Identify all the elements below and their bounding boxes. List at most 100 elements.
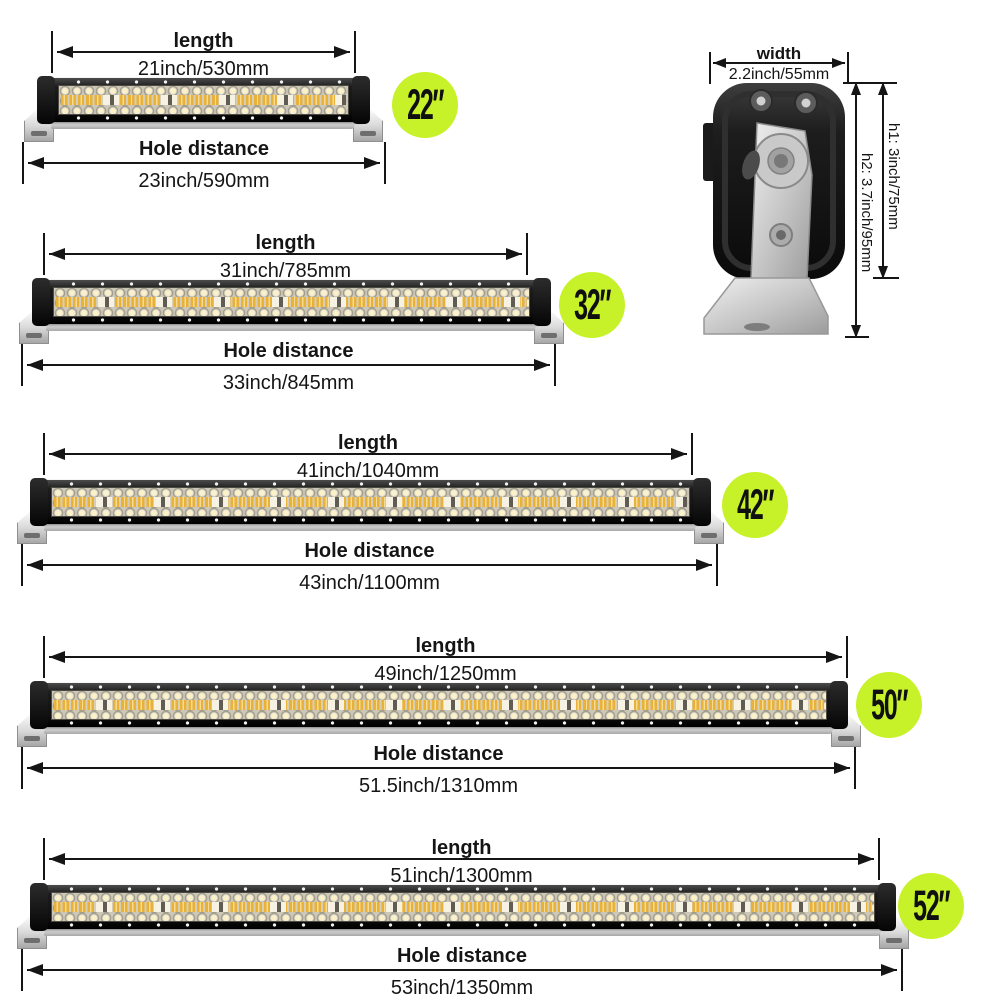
screw-row (57, 720, 821, 726)
bar-row-32: length 31inch/785mm Hole distance 33inch… (19, 232, 564, 405)
led-array (51, 487, 690, 517)
led-array (53, 287, 530, 317)
amber-led-band (54, 902, 872, 912)
dimension-tick (22, 142, 24, 184)
dimension-tick (43, 838, 45, 880)
dimension-tick (21, 544, 23, 586)
hole-distance-arrow (22, 142, 386, 184)
length-label: length (255, 232, 316, 254)
dimension-tick (51, 31, 53, 73)
amber-led-band (61, 95, 346, 105)
screw-row (57, 684, 821, 690)
screw-row (57, 517, 684, 523)
led-bar-housing (30, 681, 848, 729)
led-bar-housing (30, 883, 896, 931)
size-badge-text: 52″ (912, 881, 950, 930)
bar-row-52: length 51inch/1300mm Hole distance 53inc… (17, 837, 909, 1000)
screw-row (59, 317, 524, 323)
hole-distance-label: Hole distance (304, 540, 435, 562)
led-light-bar-illustration (17, 478, 724, 544)
amber-led-band (54, 497, 687, 507)
screw-row (64, 115, 343, 121)
bar-row-22: length 21inch/530mm Hole distance 23inch… (22, 30, 386, 203)
h1-dimension-arrow (878, 82, 888, 279)
dimension-tick (354, 31, 356, 73)
dimension-tick (847, 52, 849, 84)
led-bar-housing (37, 76, 370, 124)
hole-distance-label: Hole distance (396, 945, 528, 967)
mount-bracket-side-view: width 2.2inch/55mm (695, 45, 910, 347)
led-bar-housing (30, 478, 711, 526)
size-badge-42: 42″ (722, 472, 788, 538)
length-value: 51inch/1300mm (390, 865, 533, 887)
screw-row (57, 886, 869, 892)
h2-dimension-arrow (851, 82, 861, 338)
hole-distance-arrow (21, 344, 556, 386)
hole-distance-label: Hole distance (373, 743, 504, 765)
mount-bracket-illustration (703, 83, 845, 335)
dimension-tick (21, 344, 23, 386)
dimension-tick (21, 747, 23, 789)
led-array (58, 85, 349, 115)
size-badge-22: 22″ (392, 72, 458, 138)
dimension-tick (709, 52, 711, 84)
hole-distance-arrow (21, 544, 718, 586)
bar-row-42: length 41inch/1040mm Hole distance 43inc… (17, 432, 724, 605)
width-dimension-arrow (709, 52, 849, 84)
dimension-tick (554, 344, 556, 386)
hole-distance-arrow (21, 747, 856, 789)
hole-distance-arrow (21, 949, 903, 991)
led-array (51, 690, 827, 720)
length-value: 31inch/785mm (219, 260, 352, 282)
length-dimension-arrow (51, 31, 356, 73)
size-badge-text: 32″ (573, 280, 611, 329)
hole-distance-label: Hole distance (223, 340, 354, 362)
size-badge-text: 50″ (870, 680, 908, 729)
led-light-bar-illustration (17, 681, 861, 747)
dimension-tick (901, 949, 903, 991)
width-label: width (756, 44, 802, 63)
length-value: 49inch/1250mm (374, 663, 517, 685)
led-array (51, 892, 875, 922)
size-badge-50: 50″ (856, 672, 922, 738)
size-badge-text: 22″ (406, 80, 444, 129)
length-label: length (173, 30, 234, 52)
amber-led-band (56, 297, 527, 307)
hole-distance-value: 43inch/1100mm (299, 572, 440, 594)
dimension-tick (845, 336, 869, 338)
length-value: 21inch/530mm (137, 58, 270, 80)
dimension-tick (854, 747, 856, 789)
length-value: 41inch/1040mm (296, 460, 440, 482)
dimension-tick (43, 433, 45, 475)
dimension-tick (43, 636, 45, 678)
dimension-tick (878, 838, 880, 880)
dimension-tick (846, 636, 848, 678)
size-badge-text: 42″ (736, 480, 774, 529)
led-light-bar-illustration (17, 883, 909, 949)
hole-distance-value: 51.5inch/1310mm (359, 775, 518, 797)
length-label: length (338, 432, 398, 454)
led-light-bar-illustration (24, 76, 383, 142)
hole-distance-value: 33inch/845mm (222, 372, 355, 394)
hole-distance-value: 23inch/590mm (138, 170, 270, 192)
screw-row (64, 79, 343, 85)
length-dimension-arrow (43, 233, 528, 275)
dimension-tick (843, 82, 897, 84)
hole-distance-label: Hole distance (138, 138, 270, 160)
screw-row (57, 481, 684, 487)
led-bar-housing (32, 278, 551, 326)
dimension-tick (384, 142, 386, 184)
size-badge-52: 52″ (898, 873, 964, 939)
screw-row (59, 281, 524, 287)
length-dimension-arrow (43, 838, 880, 880)
length-dimension-arrow (43, 636, 848, 678)
hole-distance-value: 53inch/1350mm (390, 977, 534, 999)
screw-row (57, 922, 869, 928)
dimension-tick (21, 949, 23, 991)
led-light-bar-illustration (19, 278, 564, 344)
length-label: length (431, 837, 492, 859)
bar-row-50: length 49inch/1250mm Hole distance 51.5i… (17, 636, 861, 808)
dimension-tick (716, 544, 718, 586)
dimension-tick (526, 233, 528, 275)
